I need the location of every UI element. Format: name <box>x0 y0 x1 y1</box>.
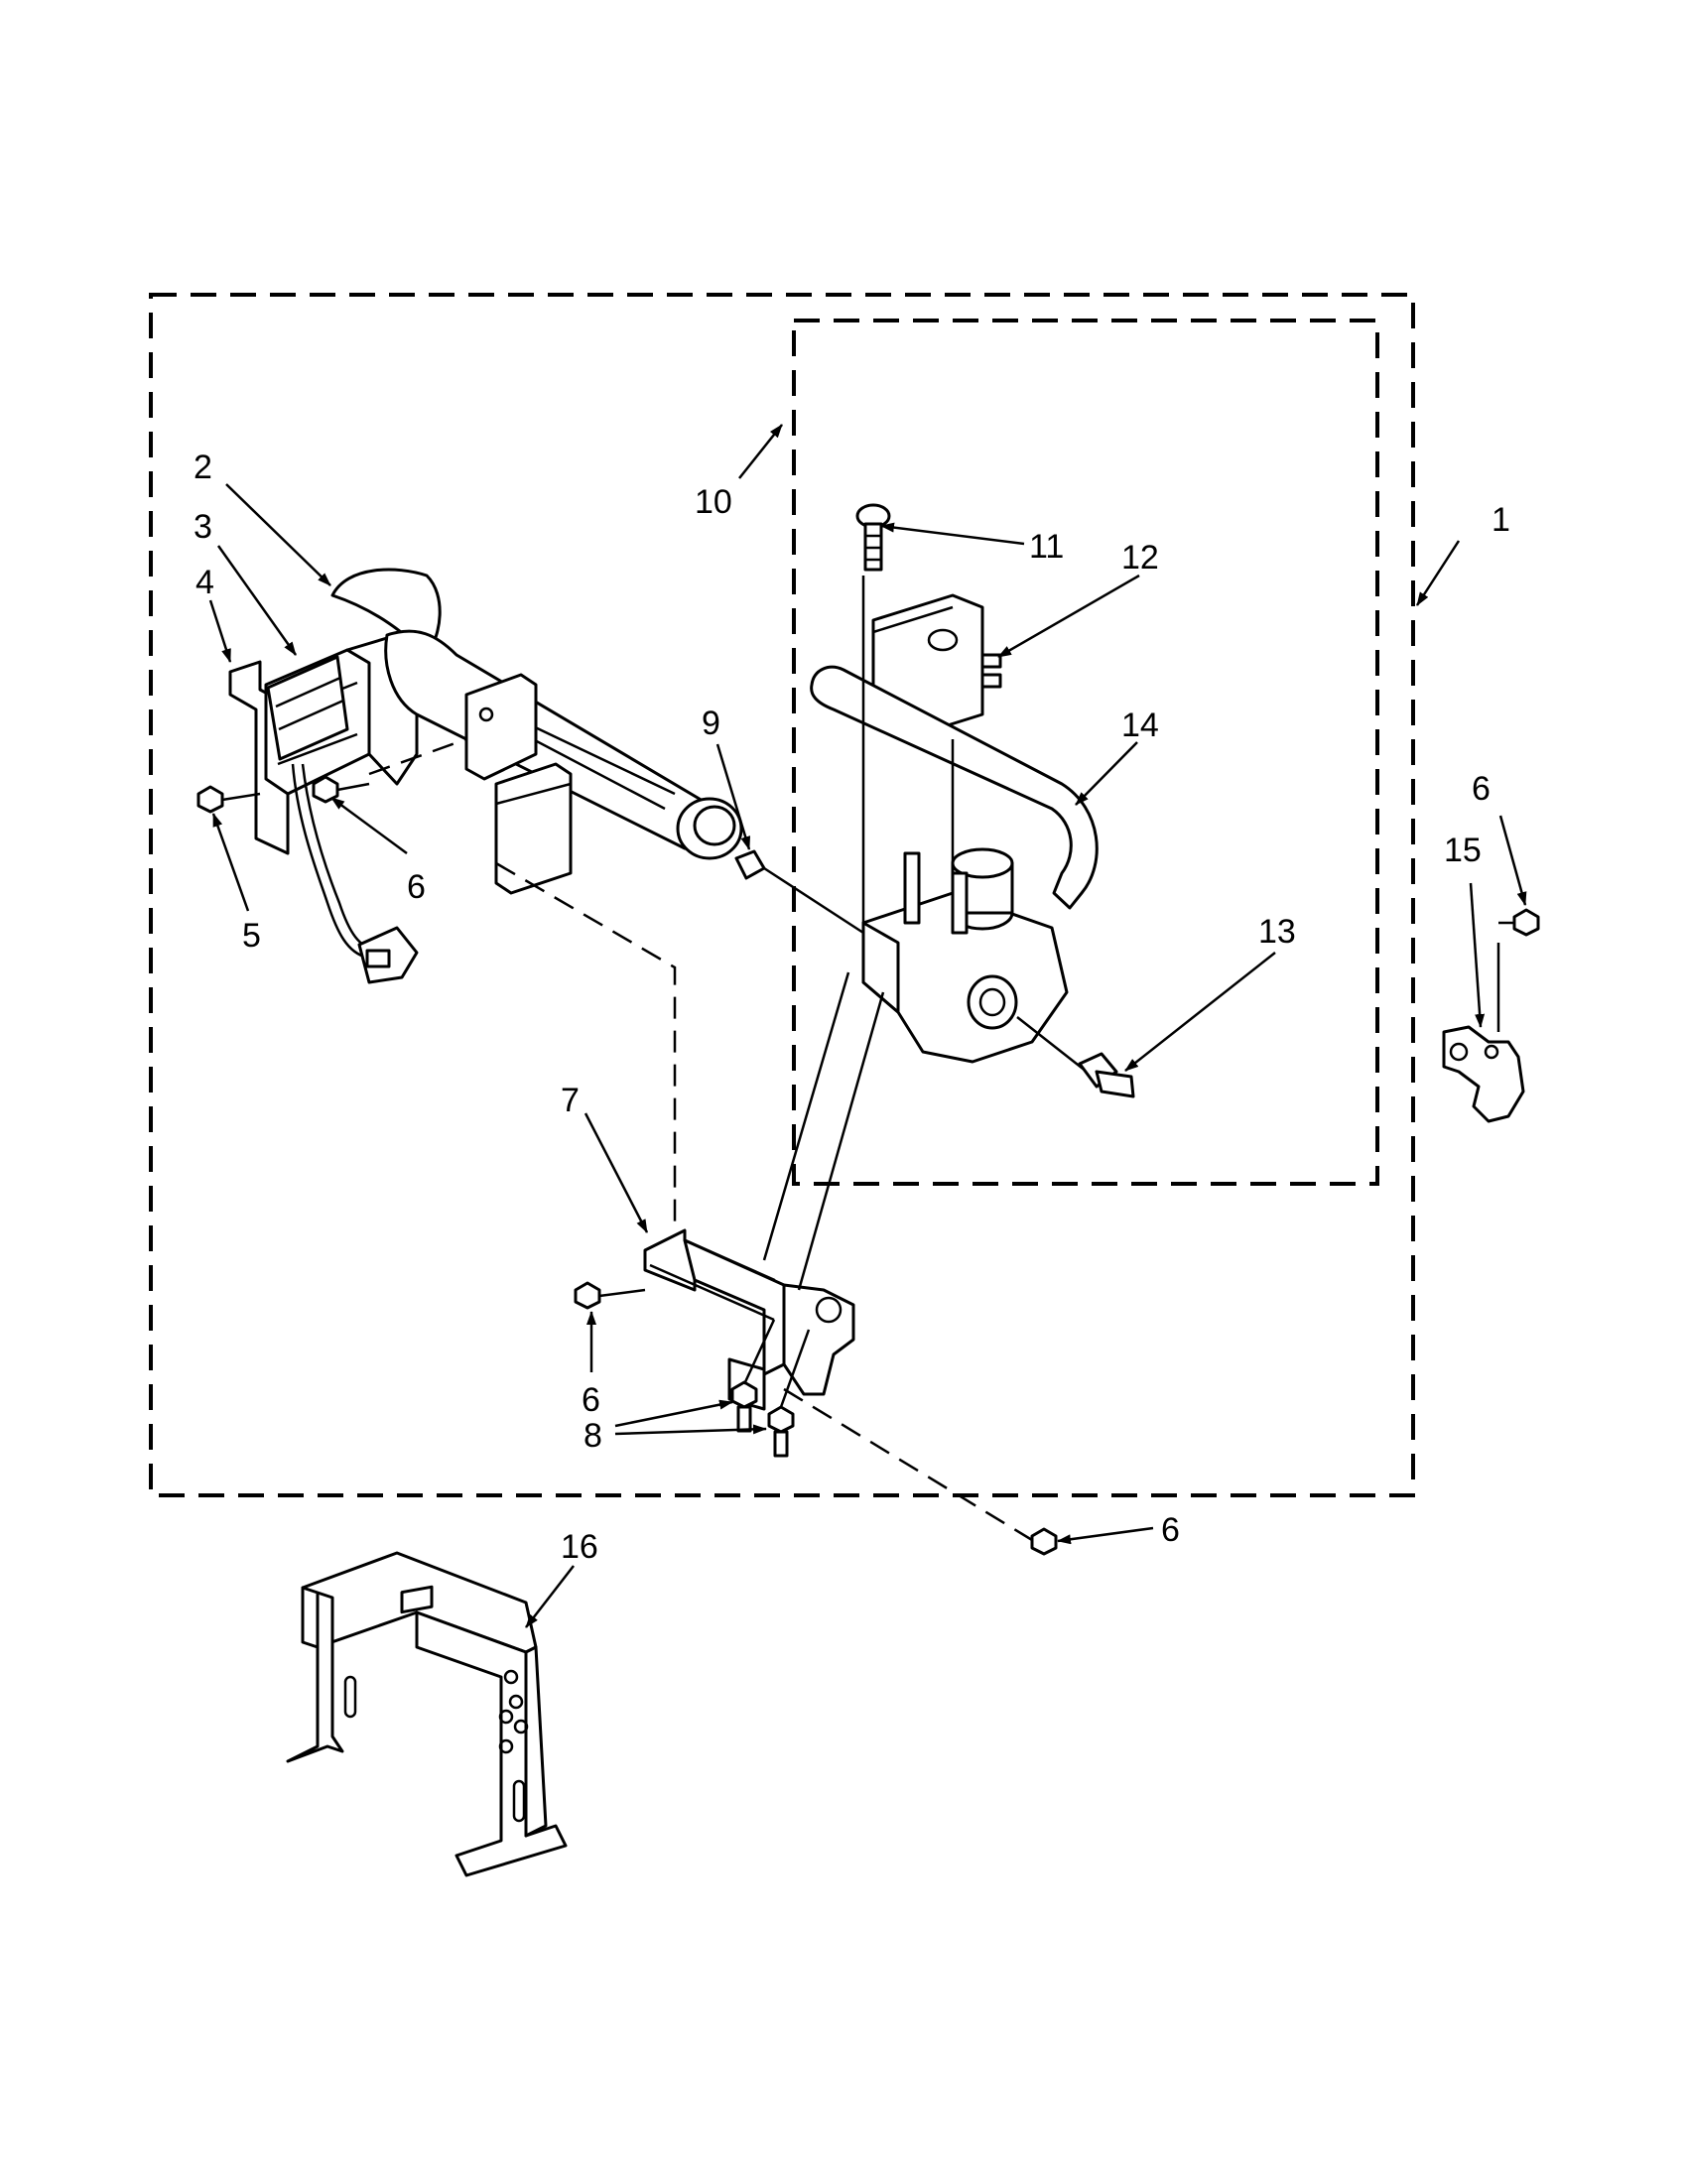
part-3-shield <box>266 655 349 761</box>
callout-14: 14 <box>1121 707 1159 744</box>
callout-6b: 6 <box>582 1381 600 1419</box>
callout-6d: 6 <box>1472 770 1491 808</box>
gas-valve-body <box>861 847 1069 1064</box>
part-2-burner-tube <box>330 568 743 860</box>
callout-13: 13 <box>1258 913 1296 951</box>
callout-9: 9 <box>702 705 720 742</box>
part-11-screw <box>855 503 891 572</box>
callout-5: 5 <box>242 917 261 955</box>
callout-15: 15 <box>1444 832 1482 869</box>
part-6-screw-d <box>1498 908 1540 937</box>
part-13-fitting <box>1016 1016 1135 1098</box>
part-15-bracket <box>1442 943 1525 1123</box>
callout-11: 11 <box>1029 528 1064 566</box>
callout-16: 16 <box>561 1528 598 1566</box>
callout-1: 1 <box>1492 501 1510 539</box>
callout-6a: 6 <box>407 868 426 906</box>
igniter-bracket <box>464 673 573 895</box>
part-7-bracket <box>643 1228 855 1411</box>
part-6-screw-b <box>574 1281 646 1310</box>
callout-4: 4 <box>195 564 214 601</box>
callout-12: 12 <box>1121 539 1159 577</box>
part-5-screw <box>196 785 261 814</box>
part-6-screw-a <box>312 775 370 804</box>
wire-harness <box>291 763 419 984</box>
callout-8: 8 <box>584 1417 602 1455</box>
alignment-lines <box>368 576 1033 1542</box>
callout-10: 10 <box>695 483 732 521</box>
part-9-orifice <box>734 849 864 935</box>
callout-labels: 1 2 3 4 5 6 6 6 6 7 8 9 10 11 12 13 14 1… <box>194 449 1510 1566</box>
callout-7: 7 <box>561 1082 580 1119</box>
part-16-bracket <box>286 1551 568 1877</box>
part-14-tube <box>810 665 1099 910</box>
leader-arrows <box>208 424 1527 1628</box>
callout-3: 3 <box>194 508 212 546</box>
part-6-screw-c <box>1030 1527 1058 1556</box>
callout-2: 2 <box>194 449 212 486</box>
part-8-screw-b <box>767 1405 795 1458</box>
callout-6c: 6 <box>1161 1511 1180 1549</box>
assembly-10-boundary <box>792 319 1379 1186</box>
